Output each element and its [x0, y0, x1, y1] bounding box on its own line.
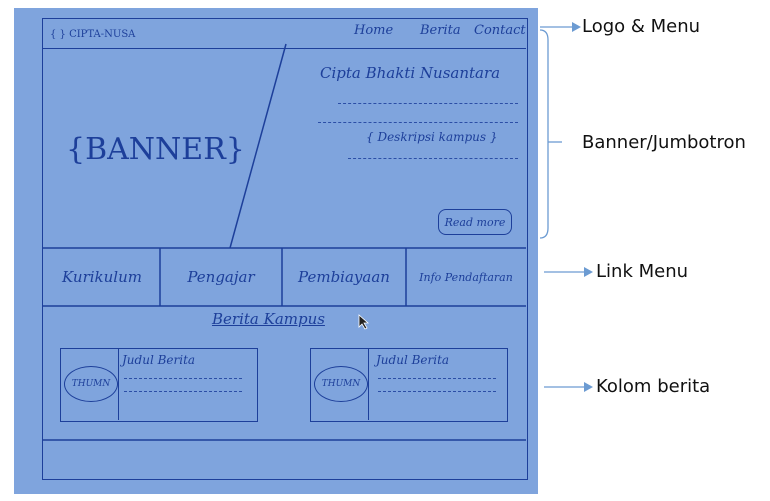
news-title: Judul Berita	[376, 353, 450, 367]
nav-item-contact: Contact	[474, 23, 526, 38]
news-excerpt-line	[124, 378, 242, 379]
news-excerpt-line	[124, 391, 242, 392]
annotation-link-menu: Link Menu	[596, 261, 689, 282]
section-title: Berita Kampus	[212, 310, 325, 328]
news-excerpt-line	[378, 391, 496, 392]
banner-label: {BANNER}	[66, 132, 245, 167]
news-thumb-frame	[60, 348, 119, 420]
news-thumb-frame	[310, 348, 369, 420]
mouse-cursor-icon	[358, 314, 370, 330]
banner-divider	[42, 43, 526, 441]
annotation-banner: Banner/Jumbotron	[582, 132, 746, 153]
campus-description: { Deskripsi kampus }	[366, 130, 498, 144]
read-more-label: Read more	[444, 215, 506, 229]
news-card[interactable]	[60, 348, 258, 422]
nav-item-berita: Berita	[420, 23, 461, 38]
news-excerpt-line	[378, 378, 496, 379]
description-line	[338, 103, 518, 104]
nav-item-home: Home	[354, 23, 394, 38]
description-line	[318, 122, 518, 123]
annotation-news-column: Kolom berita	[596, 376, 711, 397]
page-frame	[42, 18, 528, 480]
link-pengajar[interactable]: Pengajar	[187, 268, 255, 286]
link-pembiayaan[interactable]: Pembiayaan	[298, 268, 390, 286]
news-title: Judul Berita	[122, 353, 196, 367]
logo: { } CIPTA-NUSA	[50, 29, 136, 40]
news-thumbnail: THUMN	[64, 366, 118, 402]
description-line	[348, 158, 518, 159]
annotation-logo-menu: Logo & Menu	[582, 16, 701, 37]
link-info-pendaftaran[interactable]: Info Pendaftaran	[419, 270, 513, 284]
news-card[interactable]	[310, 348, 508, 422]
news-thumbnail: THUMN	[314, 366, 368, 402]
link-kurikulum[interactable]: Kurikulum	[62, 268, 142, 286]
read-more-button[interactable]: Read more	[438, 209, 512, 235]
wireframe-sketch: { } CIPTA-NUSA Home Berita Contact {BANN…	[14, 8, 538, 494]
site-title: Cipta Bhakti Nusantara	[320, 64, 501, 82]
